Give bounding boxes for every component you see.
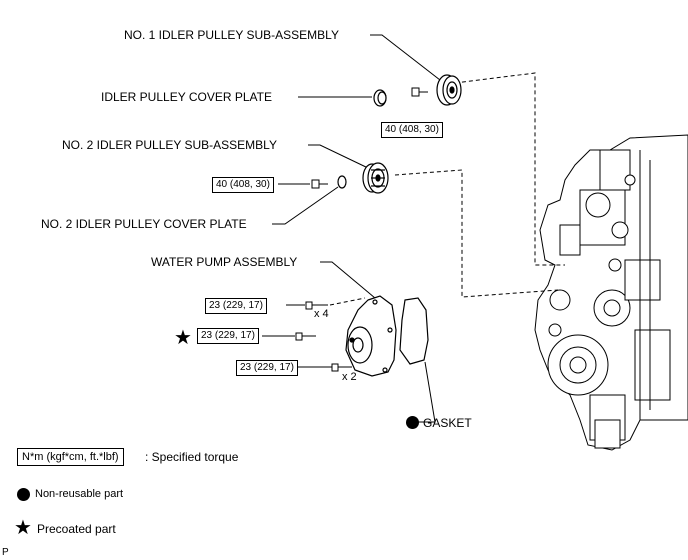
label-idler-pulley-1: NO. 1 IDLER PULLEY SUB-ASSEMBLY (124, 28, 339, 42)
legend-torque-unit: N*m (kgf*cm, ft.*lbf) (17, 448, 124, 466)
label-idler-cover-plate-2: NO. 2 IDLER PULLEY COVER PLATE (41, 217, 247, 231)
legend-precoated: Precoated part (37, 522, 116, 536)
torque-pump-bolt-b: 23 (229, 17) (197, 328, 259, 344)
idler-pulley-1 (436, 74, 462, 106)
legend-non-reusable-icon (17, 488, 30, 501)
corner-mark: P (2, 547, 9, 558)
idler-cover-plate-2 (337, 175, 347, 189)
qty-pump-bolt-c: x 2 (342, 371, 357, 383)
star-icon: ★ (174, 327, 192, 349)
legend-non-reusable: Non-reusable part (35, 488, 124, 500)
label-gasket: GASKET (423, 416, 472, 430)
leader-lines (262, 34, 441, 423)
gasket-shape (399, 297, 429, 365)
label-idler-cover-plate: IDLER PULLEY COVER PLATE (101, 90, 272, 104)
torque-pump-bolt-a: 23 (229, 17) (205, 298, 267, 314)
label-water-pump: WATER PUMP ASSEMBLY (151, 255, 298, 269)
qty-pump-bolt-a: x 4 (314, 308, 329, 320)
legend-torque-desc: : Specified torque (145, 450, 239, 464)
legend-star-icon: ★ (14, 517, 32, 539)
pump-bolts (295, 301, 352, 372)
engine-block (534, 134, 688, 451)
non-reusable-icon (406, 416, 419, 429)
idler-bolt-2 (311, 179, 328, 189)
water-pump (345, 295, 397, 377)
idler-pulley-2 (362, 162, 389, 194)
label-idler-pulley-2: NO. 2 IDLER PULLEY SUB-ASSEMBLY (62, 138, 277, 152)
torque-pump-bolt-c: 23 (229, 17) (236, 360, 298, 376)
idler-bolt-1 (411, 87, 428, 97)
alignment-lines (329, 72, 565, 306)
idler-cover-plate (373, 89, 387, 107)
torque-idler-1: 40 (408, 30) (381, 122, 443, 138)
torque-idler-2: 40 (408, 30) (212, 177, 274, 193)
